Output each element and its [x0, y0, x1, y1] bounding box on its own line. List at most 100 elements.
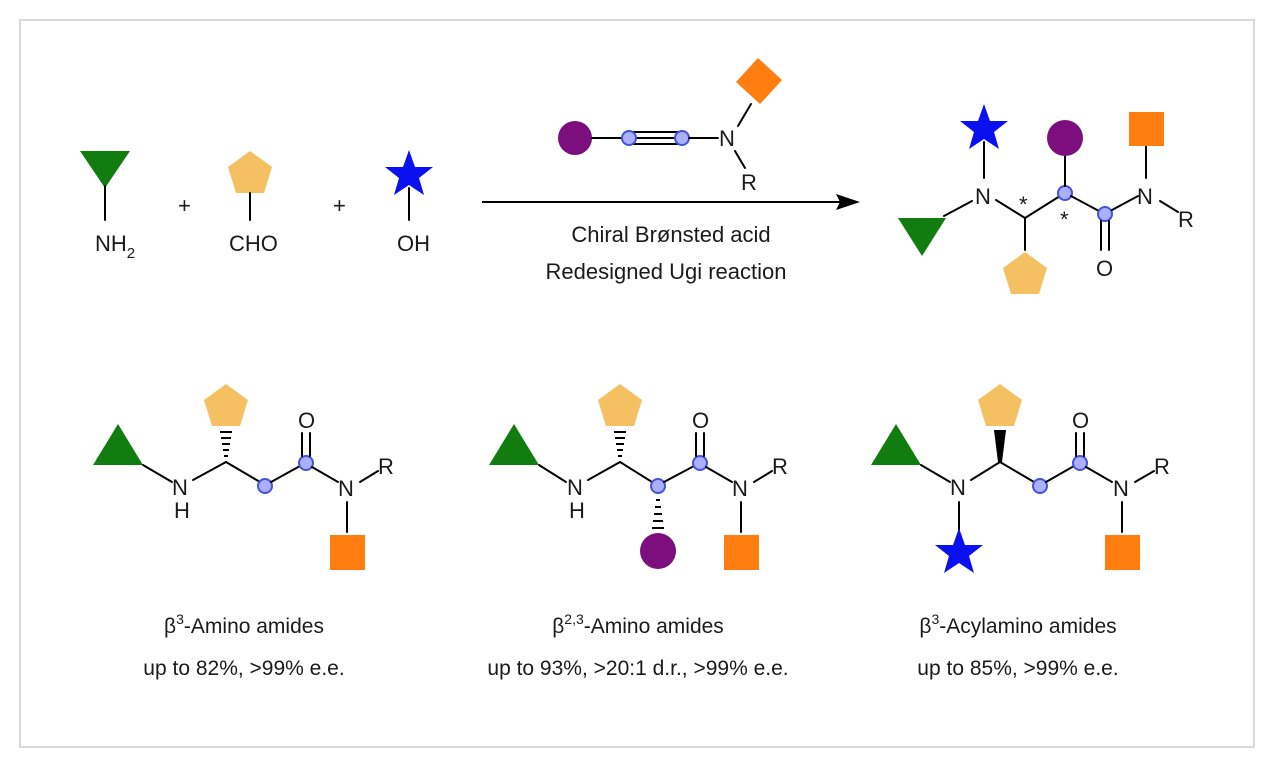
bond	[1111, 195, 1139, 211]
pentagon-icon	[598, 384, 642, 426]
pentagon-icon	[1003, 252, 1047, 294]
bond	[1134, 470, 1155, 483]
caption-yield: up to 93%, >20:1 d.r., >99% e.e.	[487, 657, 788, 680]
triangle-icon	[80, 151, 130, 188]
bond	[995, 199, 1026, 219]
square-icon	[724, 535, 759, 570]
bond	[1070, 195, 1100, 212]
caption-title: β2,3-Amino amides	[552, 611, 724, 638]
hashed-wedge	[614, 431, 626, 457]
carbonyl-o: O	[692, 408, 709, 433]
bond	[1159, 200, 1179, 213]
bond	[753, 470, 773, 483]
amide-n: N	[338, 476, 354, 501]
nh-n: N	[567, 475, 583, 500]
triangle-icon	[489, 424, 539, 465]
arrow-head-icon	[836, 194, 860, 210]
bond	[225, 461, 261, 483]
bond	[1085, 466, 1113, 483]
plus-sign: +	[333, 193, 346, 218]
triangle-icon	[898, 218, 946, 256]
amide-n: N	[732, 476, 748, 501]
nh-h: H	[569, 498, 585, 523]
hashed-wedge	[220, 431, 232, 457]
carbonyl-o: O	[298, 408, 315, 433]
product-n1: N	[975, 184, 991, 209]
carbon-node	[1057, 185, 1073, 201]
circle-icon	[640, 533, 676, 569]
circle-icon	[1047, 120, 1083, 156]
stereo-star: *	[1019, 192, 1028, 217]
amide-n: N	[1113, 476, 1129, 501]
bond	[1024, 195, 1061, 219]
square-icon	[330, 535, 365, 570]
ynamide-n: N	[719, 126, 735, 151]
bond	[943, 200, 973, 217]
carbon-node	[621, 130, 637, 146]
amide-r: R	[1154, 454, 1170, 479]
bond	[311, 466, 339, 483]
stereo-star: *	[1060, 207, 1069, 232]
caption-title: β3-Acylamino amides	[919, 611, 1116, 638]
example-beta3-amino-amide: N H O N R	[93, 384, 394, 570]
amide-r: R	[772, 454, 788, 479]
plus-sign: +	[178, 193, 191, 218]
square-icon	[1105, 535, 1140, 570]
triangle-icon	[93, 424, 143, 465]
pentagon-icon	[228, 151, 272, 193]
bond	[920, 464, 951, 483]
carbonyl-o: O	[1072, 408, 1089, 433]
conditions-line2: Redesigned Ugi reaction	[546, 259, 787, 284]
carbon-node	[298, 455, 314, 471]
carbon-node	[257, 478, 273, 494]
bond	[999, 461, 1035, 483]
carbon-node	[692, 455, 708, 471]
bond	[587, 461, 621, 481]
square-icon	[736, 58, 782, 104]
amine-label: NH2	[95, 231, 135, 262]
bond	[663, 465, 695, 483]
nh-n: N	[172, 475, 188, 500]
aldehyde-label: CHO	[229, 231, 278, 256]
carbon-node	[650, 478, 666, 494]
amide-r: R	[378, 454, 394, 479]
bond	[359, 470, 379, 483]
bond	[970, 461, 1001, 481]
hashed-wedge	[652, 499, 664, 529]
bond	[737, 103, 752, 127]
conditions-line1: Chiral Brønsted acid	[571, 222, 770, 247]
pentagon-icon	[978, 384, 1022, 426]
product-r: R	[1178, 207, 1194, 232]
carbon-node	[1097, 206, 1113, 222]
caption-yield: up to 82%, >99% e.e.	[143, 657, 344, 680]
circle-icon	[558, 121, 592, 155]
bond	[538, 464, 567, 483]
acyl-n: N	[950, 475, 966, 500]
carbon-node	[1032, 478, 1048, 494]
product-o: O	[1096, 256, 1113, 281]
nh-h: H	[174, 498, 190, 523]
square-icon	[1129, 112, 1164, 146]
star-icon	[385, 150, 433, 195]
ynamide-r: R	[741, 170, 757, 195]
bond	[705, 466, 733, 483]
caption-title: β3-Amino amides	[164, 611, 324, 638]
carbon-node	[674, 130, 690, 146]
caption-yield: up to 85%, >99% e.e.	[917, 657, 1118, 680]
bond	[734, 150, 746, 169]
bond	[270, 465, 301, 483]
triangle-icon	[871, 424, 921, 465]
alcohol-label: OH	[397, 231, 430, 256]
star-icon	[935, 528, 983, 573]
product-n2: N	[1137, 184, 1153, 209]
bond	[192, 461, 227, 481]
bond	[1045, 465, 1075, 483]
bond	[142, 464, 173, 483]
star-icon	[960, 104, 1008, 149]
pentagon-icon	[204, 384, 248, 426]
bond	[619, 461, 653, 483]
example-beta3-acylamino-amide: N O N R	[871, 384, 1170, 573]
carbon-node	[1072, 455, 1088, 471]
solid-wedge	[994, 430, 1006, 462]
